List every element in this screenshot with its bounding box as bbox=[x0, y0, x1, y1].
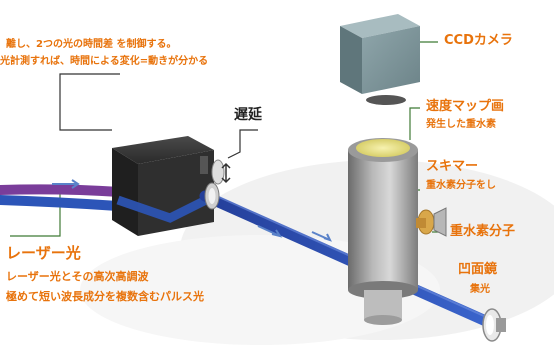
delay-unit bbox=[112, 136, 214, 236]
concave-mirror-sublabel: 集光 bbox=[470, 284, 490, 295]
laser-label: レーザー光 bbox=[6, 244, 81, 262]
ccd-camera bbox=[340, 14, 420, 105]
ccd-camera-label: CCDカメラ bbox=[444, 33, 513, 48]
top-note-leader bbox=[59, 73, 120, 131]
velocity-map-sublabel: 発生した重水素 bbox=[426, 119, 496, 130]
incoming-beams bbox=[0, 179, 125, 211]
velocity-map-leader bbox=[409, 107, 420, 140]
skimmer-nozzle bbox=[416, 207, 447, 237]
top-note-line2: 光計測すれば、時間による変化=動きが分かる bbox=[0, 56, 209, 67]
main-beam bbox=[199, 190, 494, 328]
velocity-map-label: 速度マップ画 bbox=[426, 99, 505, 114]
laser-sublabel-2: 極めて短い波長成分を複数含むパルス光 bbox=[6, 290, 204, 303]
delay-mirror bbox=[211, 159, 231, 185]
beam-splitter bbox=[204, 182, 220, 210]
beam-direction-arrow-left bbox=[52, 179, 80, 189]
concave-mirror-label: 凹面鏡 bbox=[458, 262, 498, 277]
d2-molecule-label: 重水素分子 bbox=[450, 224, 516, 239]
delay-beam bbox=[116, 191, 217, 223]
beam-direction-arrow-small bbox=[311, 231, 332, 242]
skimmer-label: スキマー bbox=[426, 159, 479, 174]
velocity-map-detector bbox=[348, 138, 418, 325]
beam-direction-arrow-main bbox=[257, 225, 283, 238]
main-beam-highlight bbox=[209, 192, 485, 317]
delay-leader bbox=[227, 129, 258, 159]
laser-sublabel-1: レーザー光とその高次高調波 bbox=[6, 270, 149, 283]
skimmer-sublabel: 重水素分子をし bbox=[426, 180, 496, 191]
delay-label: 遅延 bbox=[234, 107, 262, 123]
concave-mirror-shape bbox=[482, 308, 506, 342]
top-note-line1: 離し、2つの光の時間差 を制御する。 bbox=[6, 39, 177, 50]
